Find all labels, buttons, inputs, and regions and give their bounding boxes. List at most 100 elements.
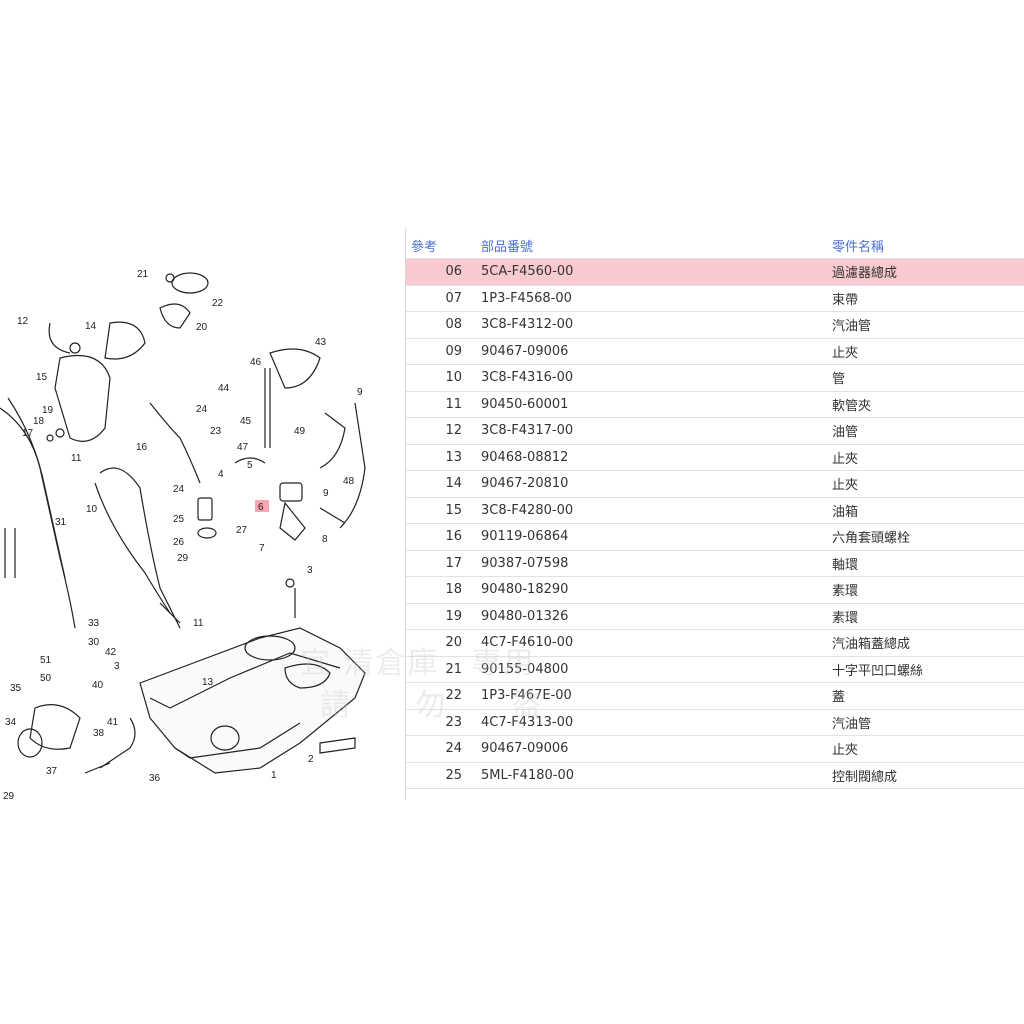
callout-20[interactable]: 20 bbox=[196, 322, 208, 333]
cell-part-no: 3C8-F4312-00 bbox=[481, 311, 832, 339]
callout-14[interactable]: 14 bbox=[85, 321, 97, 332]
selected-callout-highlight bbox=[255, 500, 269, 512]
callout-24b[interactable]: 24 bbox=[173, 484, 185, 495]
callout-1[interactable]: 1 bbox=[271, 770, 277, 781]
callout-48[interactable]: 48 bbox=[343, 476, 355, 487]
callout-18[interactable]: 18 bbox=[33, 416, 45, 427]
callout-38[interactable]: 38 bbox=[93, 728, 105, 739]
cell-ref: 22 bbox=[406, 682, 481, 710]
cell-part-no: 90387-07598 bbox=[481, 550, 832, 577]
cell-part-no: 3C8-F4316-00 bbox=[481, 364, 832, 392]
callout-34[interactable]: 34 bbox=[5, 717, 17, 728]
callout-22[interactable]: 22 bbox=[212, 298, 224, 309]
callout-9[interactable]: 9 bbox=[357, 387, 363, 398]
callout-16[interactable]: 16 bbox=[136, 442, 148, 453]
cell-part-no: 90467-09006 bbox=[481, 338, 832, 365]
callout-17[interactable]: 17 bbox=[22, 428, 34, 439]
callout-8[interactable]: 8 bbox=[322, 534, 328, 545]
callout-33[interactable]: 33 bbox=[88, 618, 100, 629]
callout-2[interactable]: 2 bbox=[308, 754, 314, 765]
header-part-no[interactable]: 部品番號 bbox=[481, 232, 832, 259]
cell-part-no: 90155-04800 bbox=[481, 656, 832, 683]
callout-10[interactable]: 10 bbox=[86, 504, 98, 515]
callout-47[interactable]: 47 bbox=[237, 442, 249, 453]
callout-21[interactable]: 21 bbox=[137, 269, 149, 280]
callout-7[interactable]: 7 bbox=[259, 543, 265, 554]
callout-25[interactable]: 25 bbox=[173, 514, 185, 525]
callout-19[interactable]: 19 bbox=[42, 405, 54, 416]
cell-name: 六角套頭螺栓 bbox=[832, 523, 1024, 551]
callout-50[interactable]: 50 bbox=[40, 673, 52, 684]
callout-11b[interactable]: 11 bbox=[193, 618, 204, 629]
callout-26[interactable]: 26 bbox=[173, 537, 185, 548]
callout-12[interactable]: 12 bbox=[17, 316, 29, 327]
callout-36[interactable]: 36 bbox=[149, 773, 161, 784]
cell-part-no: 90467-09006 bbox=[481, 735, 832, 763]
header-name[interactable]: 零件名稱 bbox=[832, 232, 1024, 259]
callout-3[interactable]: 3 bbox=[307, 565, 313, 576]
callout-9b[interactable]: 9 bbox=[323, 488, 329, 499]
cell-ref: 08 bbox=[406, 311, 481, 339]
callout-31[interactable]: 31 bbox=[55, 517, 67, 528]
cell-name: 止夾 bbox=[832, 470, 1024, 498]
callout-42[interactable]: 42 bbox=[105, 647, 117, 658]
callout-43[interactable]: 43 bbox=[315, 337, 327, 348]
callout-35[interactable]: 35 bbox=[10, 683, 22, 694]
cell-part-no: 90468-08812 bbox=[481, 444, 832, 471]
callout-46[interactable]: 46 bbox=[250, 357, 262, 368]
cell-name: 素環 bbox=[832, 576, 1024, 604]
cell-name: 控制閥總成 bbox=[832, 762, 1024, 789]
callout-49[interactable]: 49 bbox=[294, 426, 306, 437]
cell-part-no: 5ML-F4180-00 bbox=[481, 762, 832, 789]
cell-name: 止夾 bbox=[832, 338, 1024, 365]
callout-4[interactable]: 4 bbox=[218, 469, 224, 480]
cell-ref: 17 bbox=[406, 550, 481, 577]
callout-27[interactable]: 27 bbox=[236, 525, 248, 536]
cell-ref: 20 bbox=[406, 629, 481, 657]
callout-3b[interactable]: 3 bbox=[114, 661, 120, 672]
callout-24[interactable]: 24 bbox=[196, 404, 208, 415]
callout-40[interactable]: 40 bbox=[92, 680, 104, 691]
callout-11[interactable]: 11 bbox=[71, 453, 82, 464]
exploded-view-diagram: 21 22 20 12 14 43 46 9 15 44 24 18 17 19… bbox=[0, 269, 366, 800]
callout-23[interactable]: 23 bbox=[210, 426, 222, 437]
cell-ref: 06 bbox=[406, 258, 481, 286]
callout-45[interactable]: 45 bbox=[240, 416, 252, 427]
callout-5[interactable]: 5 bbox=[247, 460, 253, 471]
callout-29b[interactable]: 29 bbox=[3, 791, 15, 800]
callout-30[interactable]: 30 bbox=[88, 637, 100, 648]
callout-6[interactable]: 6 bbox=[258, 502, 264, 513]
cell-part-no: 90119-06864 bbox=[481, 523, 832, 551]
callout-29[interactable]: 29 bbox=[177, 553, 189, 564]
callout-51[interactable]: 51 bbox=[40, 655, 52, 666]
callout-13[interactable]: 13 bbox=[202, 677, 214, 688]
callout-15[interactable]: 15 bbox=[36, 372, 48, 383]
cell-name: 素環 bbox=[832, 603, 1024, 630]
callout-37[interactable]: 37 bbox=[46, 766, 58, 777]
callout-41[interactable]: 41 bbox=[107, 717, 119, 728]
cell-name: 軸環 bbox=[832, 550, 1024, 577]
cell-ref: 13 bbox=[406, 444, 481, 471]
header-ref[interactable]: 參考 bbox=[406, 232, 481, 259]
callout-44[interactable]: 44 bbox=[218, 383, 230, 394]
